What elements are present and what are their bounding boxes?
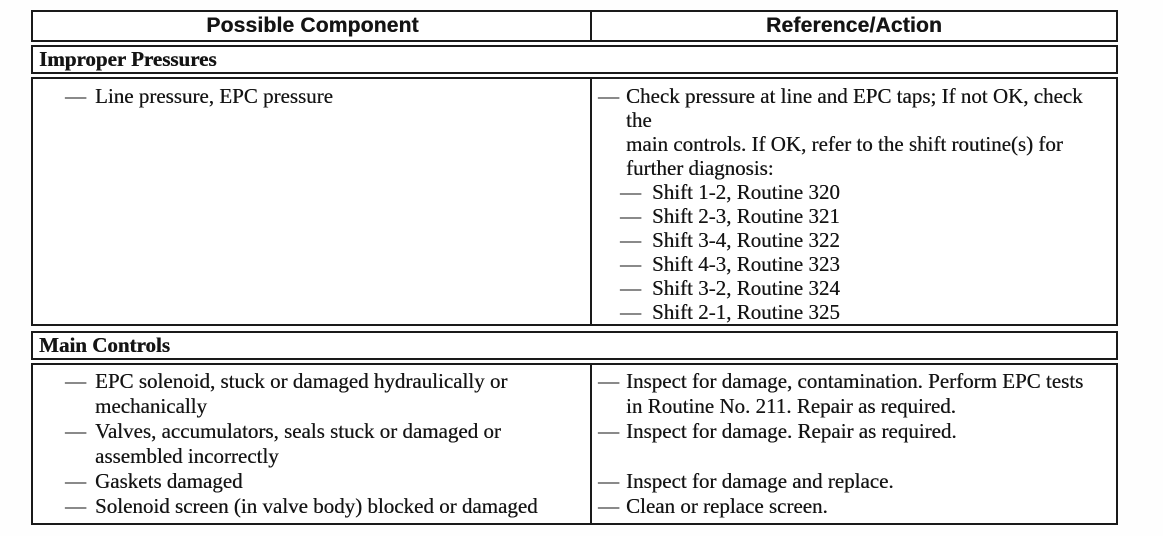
sub-action-text: Shift 4-3, Routine 323	[652, 252, 840, 276]
header-cell-reference-action: Reference/Action	[592, 12, 1116, 40]
component-text: Gaskets damaged	[95, 469, 243, 493]
component-item: — Solenoid screen (in valve body) blocke…	[65, 494, 578, 519]
diagnosis-table: Possible Component Reference/Action Impr…	[31, 10, 1118, 525]
em-dash-bullet: —	[65, 494, 86, 518]
main-controls-action-cell: — Inspect for damage, contamination. Per…	[592, 369, 1116, 419]
em-dash-bullet: —	[620, 180, 641, 204]
sub-action-text: Shift 1-2, Routine 320	[652, 180, 840, 204]
sub-action-item: — Shift 1-2, Routine 320	[620, 180, 1113, 204]
em-dash-bullet: —	[620, 300, 641, 324]
component-item: — Gaskets damaged	[65, 469, 578, 494]
action-text: Inspect for damage, contamination. Perfo…	[626, 369, 1084, 418]
sub-action-text: Shift 3-4, Routine 322	[652, 228, 840, 252]
component-text: EPC solenoid, stuck or damaged hydraulic…	[95, 369, 508, 418]
main-controls-action-cell: — Clean or replace screen.	[592, 494, 1116, 519]
action-item: — Check pressure at line and EPC taps; I…	[598, 84, 1113, 180]
sub-action-item: — Shift 3-4, Routine 322	[620, 228, 1113, 252]
reference-action-header-label: Reference/Action	[766, 14, 942, 37]
main-controls-action-cell: — Inspect for damage. Repair as required…	[592, 419, 1116, 444]
em-dash-bullet: —	[65, 369, 86, 393]
em-dash-bullet: —	[598, 494, 619, 518]
component-item: — Valves, accumulators, seals stuck or d…	[65, 419, 578, 469]
action-text: Clean or replace screen.	[626, 494, 828, 518]
em-dash-bullet: —	[620, 276, 641, 300]
action-item: — Inspect for damage, contamination. Per…	[598, 369, 1113, 419]
main-controls-component-cell: — Valves, accumulators, seals stuck or d…	[33, 419, 592, 469]
em-dash-bullet: —	[598, 419, 619, 443]
em-dash-bullet: —	[620, 252, 641, 276]
em-dash-bullet: —	[598, 84, 619, 108]
sub-action-item: — Shift 4-3, Routine 323	[620, 252, 1113, 276]
possible-component-header-label: Possible Component	[206, 14, 419, 37]
improper-pressures-component-cell: — Line pressure, EPC pressure	[33, 84, 592, 324]
component-item: — EPC solenoid, stuck or damaged hydraul…	[65, 369, 578, 419]
component-item: — Line pressure, EPC pressure	[65, 84, 578, 108]
em-dash-bullet: —	[598, 469, 619, 493]
sub-action-item: — Shift 2-1, Routine 325	[620, 300, 1113, 324]
section-title: Main Controls	[39, 333, 170, 357]
shift-routine-list: — Shift 1-2, Routine 320 — Shift 2-3, Ro…	[620, 180, 1113, 324]
component-text: Valves, accumulators, seals stuck or dam…	[95, 419, 501, 468]
em-dash-bullet: —	[65, 469, 86, 493]
header-cell-possible-component: Possible Component	[33, 12, 592, 40]
em-dash-bullet: —	[65, 84, 86, 108]
em-dash-bullet: —	[620, 228, 641, 252]
sub-action-item: — Shift 3-2, Routine 324	[620, 276, 1113, 300]
improper-pressures-action-cell: — Check pressure at line and EPC taps; I…	[592, 84, 1116, 324]
component-text: Solenoid screen (in valve body) blocked …	[95, 494, 538, 518]
sub-action-item: — Shift 2-3, Routine 321	[620, 204, 1113, 228]
main-controls-component-cell: — EPC solenoid, stuck or damaged hydraul…	[33, 369, 592, 419]
em-dash-bullet: —	[65, 419, 86, 443]
action-item: — Inspect for damage and replace.	[598, 469, 1113, 494]
main-controls-content-row: — EPC solenoid, stuck or damaged hydraul…	[31, 363, 1118, 525]
section-header-improper-pressures: Improper Pressures	[31, 45, 1118, 74]
em-dash-bullet: —	[598, 369, 619, 393]
action-item: — Clean or replace screen.	[598, 494, 1113, 519]
sub-action-text: Shift 2-1, Routine 325	[652, 300, 840, 324]
main-controls-component-cell: — Solenoid screen (in valve body) blocke…	[33, 494, 592, 519]
component-text: Line pressure, EPC pressure	[95, 84, 333, 108]
improper-pressures-content-row: — Line pressure, EPC pressure — Check pr…	[31, 77, 1118, 326]
sub-action-text: Shift 3-2, Routine 324	[652, 276, 840, 300]
action-text: Inspect for damage. Repair as required.	[626, 419, 957, 443]
sub-action-text: Shift 2-3, Routine 321	[652, 204, 840, 228]
em-dash-bullet: —	[620, 204, 641, 228]
action-item: — Inspect for damage. Repair as required…	[598, 419, 1113, 444]
action-text: Inspect for damage and replace.	[626, 469, 894, 493]
table-header-row: Possible Component Reference/Action	[31, 10, 1118, 42]
action-text: Check pressure at line and EPC taps; If …	[626, 84, 1083, 180]
section-header-main-controls: Main Controls	[31, 331, 1118, 360]
main-controls-component-cell: — Gaskets damaged	[33, 469, 592, 494]
main-controls-action-cell: — Inspect for damage and replace.	[592, 469, 1116, 494]
section-title: Improper Pressures	[39, 47, 217, 71]
